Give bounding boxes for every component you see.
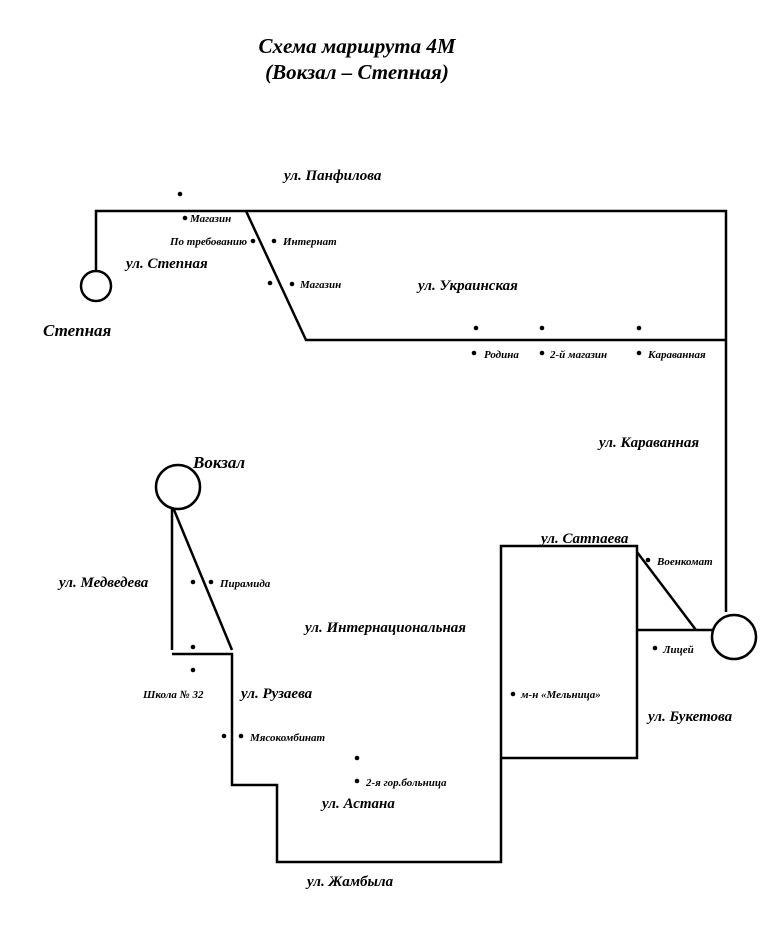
- map-title-line2: (Вокзал – Степная): [265, 60, 449, 84]
- terminal-vokzal-label: Вокзал: [192, 453, 245, 472]
- street-panfilova: ул. Панфилова: [282, 168, 382, 184]
- map-title-line1: Схема маршрута 4М: [258, 34, 456, 58]
- stop-dot: [238, 733, 244, 739]
- street-astana: ул. Астана: [320, 796, 395, 812]
- stop-magazin-panfilova: Магазин: [189, 213, 231, 225]
- stop-2y-magazin: 2-й магазин: [549, 349, 607, 361]
- stop-internat: Интернат: [282, 236, 337, 248]
- stop-dot: [652, 645, 658, 651]
- stop-dot: [208, 579, 214, 585]
- stop-dots: [177, 191, 658, 784]
- stop-dot: [473, 325, 479, 331]
- terminal-east-circle: [710, 613, 758, 661]
- street-karavannaya: ул. Караванная: [597, 435, 699, 451]
- route-lines: [94, 209, 728, 864]
- stop-dot: [471, 350, 477, 356]
- street-ukrainskaya: ул. Украинская: [416, 278, 518, 294]
- stop-magazin-diagonal: Магазин: [299, 279, 341, 291]
- stop-melnitsa: м-н «Мельница»: [520, 689, 601, 701]
- stop-dot: [354, 778, 360, 784]
- stop-dot: [539, 325, 545, 331]
- stop-voenkomat: Военкомат: [656, 556, 713, 568]
- stop-dot: [354, 755, 360, 761]
- street-medvedeva: ул. Медведева: [57, 575, 149, 591]
- stop-2ya-gor-bolnitsa: 2-я гор.больница: [365, 777, 447, 789]
- stop-myasokombinat: Мясокомбинат: [249, 732, 326, 744]
- stop-dot: [177, 191, 183, 197]
- stop-dot: [636, 350, 642, 356]
- stop-dot: [271, 238, 277, 244]
- street-buketova: ул. Букетова: [646, 709, 733, 725]
- stop-piramida: Пирамида: [219, 578, 271, 590]
- stop-shkola-32: Школа № 32: [142, 689, 204, 701]
- stop-dot: [190, 579, 196, 585]
- route-segment-ukrainskaya: [244, 210, 726, 342]
- street-satpaeva: ул. Сатпаева: [539, 531, 629, 547]
- stop-dot: [645, 557, 651, 563]
- street-stepnaya: ул. Степная: [124, 256, 208, 272]
- stop-dot: [250, 238, 256, 244]
- stop-dot: [539, 350, 545, 356]
- street-zhambyla: ул. Жамбыла: [305, 874, 394, 890]
- route-segment-voenkomat: [636, 551, 697, 631]
- stop-dot: [221, 733, 227, 739]
- stop-dot: [182, 215, 188, 221]
- stop-dot: [190, 667, 196, 673]
- route-segment-stepnaya: [94, 209, 728, 612]
- terminal-stepnaya-circle: [79, 269, 113, 303]
- stop-karavannaya: Караванная: [647, 349, 706, 361]
- stop-rodina: Родина: [484, 349, 519, 361]
- street-ruzaeva: ул. Рузаева: [239, 686, 313, 702]
- stop-dot: [190, 644, 196, 650]
- terminal-vokzal-circle: [154, 463, 202, 511]
- street-internatsionalnaya: ул. Интернациональная: [303, 620, 466, 636]
- stop-litsey: Лицей: [662, 644, 694, 656]
- stop-dot: [267, 280, 273, 286]
- stop-po-trebovaniyu: По требованию: [169, 236, 247, 248]
- stop-dot: [510, 691, 516, 697]
- stop-dot: [636, 325, 642, 331]
- stop-dot: [289, 281, 295, 287]
- terminal-stepnaya-label: Степная: [43, 321, 112, 340]
- route-segment-ruzaeva: [172, 544, 639, 864]
- route-segment-piramida: [170, 504, 234, 651]
